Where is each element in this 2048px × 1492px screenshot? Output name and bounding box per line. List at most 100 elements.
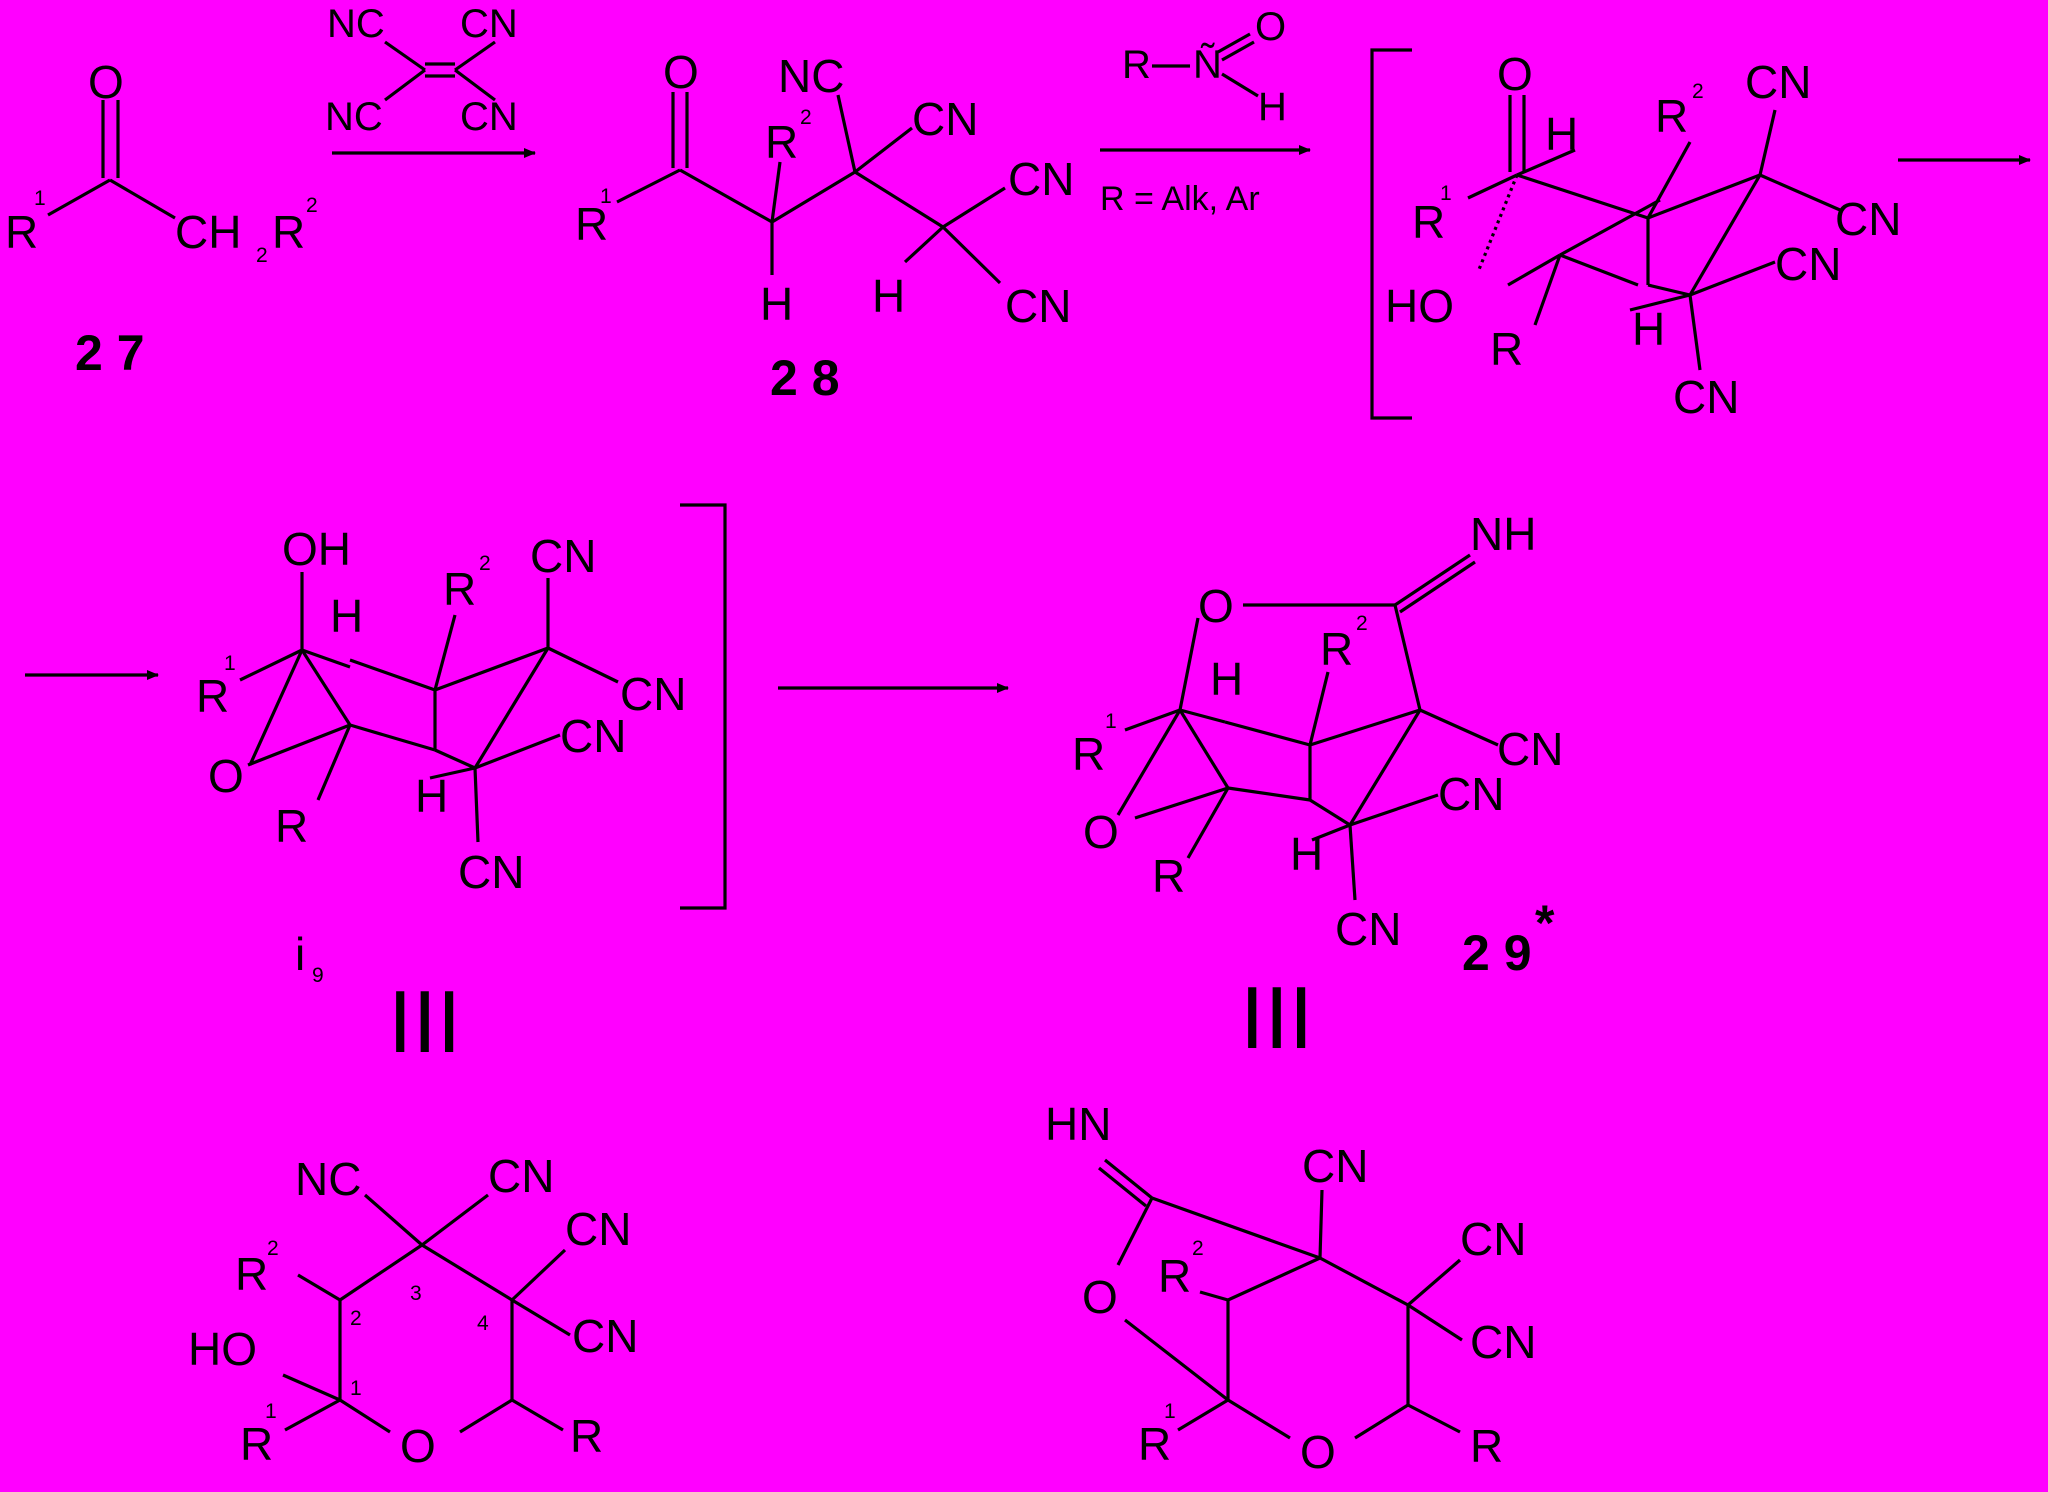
pa-num-2: 2 — [350, 1307, 362, 1330]
pb-ring-oxygen: O — [1082, 1271, 1118, 1323]
i9-label-sub: 9 — [312, 964, 324, 987]
c29-nh: NH — [1470, 508, 1536, 560]
reagent-n: Ñ — [1193, 42, 1222, 87]
pa-cn-b: CN — [565, 1203, 631, 1255]
i9-cn-a: CN — [530, 530, 596, 582]
c27-ch: CH — [175, 206, 241, 258]
i9-r1-sup: 1 — [224, 652, 236, 675]
i9-label: i — [295, 928, 305, 980]
int-h-b: H — [1632, 303, 1665, 355]
c29-roman: III — [1240, 968, 1313, 1067]
compound-28: O R 1 R 2 H H NC CN CN CN 2 8 — [575, 46, 1074, 406]
tcne-nc-bottom: NC — [325, 95, 383, 139]
compound-29: NH O H R 2 R 1 O R H CN CN CN 2 9 * III — [1072, 508, 1563, 1067]
pb-r1: R — [1138, 1418, 1171, 1470]
c29-r1-sup: 1 — [1105, 710, 1117, 733]
c28-r2-sup: 2 — [800, 106, 812, 129]
c29-r2-sup: 2 — [1356, 612, 1368, 635]
pb-cn-c: CN — [1470, 1316, 1536, 1368]
i9-r1: R — [196, 670, 229, 722]
pa-r2: R — [235, 1248, 268, 1300]
c27-oxygen: O — [88, 56, 124, 108]
pb-cn-a: CN — [1302, 1140, 1368, 1192]
i9-oxygen: O — [208, 750, 244, 802]
bracket-right — [680, 503, 727, 910]
i9-r2: R — [443, 563, 476, 615]
i9-roman: III — [388, 972, 461, 1071]
c27-r1-sup: 1 — [34, 187, 46, 210]
pa-num-4: 4 — [477, 1312, 489, 1335]
int-cn-d: CN — [1673, 371, 1739, 423]
i9-cn-b: CN — [620, 668, 686, 720]
condition-label: R = Alk, Ar — [1100, 180, 1260, 218]
tcne-reagent: NC CN NC CN — [325, 2, 518, 139]
c29-r1: R — [1072, 728, 1105, 780]
int-oxygen: O — [1497, 48, 1533, 100]
c27-r2: R — [272, 206, 305, 258]
int-ho: HO — [1385, 280, 1454, 332]
int-cn-a: CN — [1745, 56, 1811, 108]
pa-r1: R — [240, 1418, 273, 1470]
pb-cn-b: CN — [1460, 1213, 1526, 1265]
c29-r2: R — [1320, 623, 1353, 675]
c28-oxygen: O — [663, 46, 699, 98]
pb-r1-sup: 1 — [1164, 1400, 1176, 1423]
pa-r: R — [570, 1410, 603, 1462]
c27-r2-sup: 2 — [306, 194, 318, 217]
int-r2-sup: 2 — [1692, 80, 1704, 103]
pyran-a: NC CN CN CN R 2 HO R 1 O R 1 2 3 4 — [188, 1150, 638, 1472]
pb-hn: HN — [1045, 1098, 1111, 1150]
tcne-cn-top: CN — [460, 2, 518, 46]
compound-27: O R 1 CH 2 R 2 2 7 — [5, 56, 318, 381]
c28-h-a: H — [760, 278, 793, 330]
pa-ho: HO — [188, 1323, 257, 1375]
c27-number: 2 7 — [75, 325, 145, 381]
tcne-nc-top: NC — [327, 2, 385, 46]
c28-h-b: H — [872, 270, 905, 322]
c29-cn-c: CN — [1335, 903, 1401, 955]
pa-r2-sup: 2 — [267, 1237, 279, 1260]
pa-num-1: 1 — [350, 1377, 362, 1400]
pb-r2: R — [1158, 1250, 1191, 1302]
tcne-cn-bottom: CN — [460, 95, 518, 139]
c29-number: 2 9 — [1462, 925, 1532, 981]
pb-r2-sup: 2 — [1192, 1237, 1204, 1260]
reagent-h: H — [1258, 85, 1287, 129]
intermediate-bicyclic: O R 1 H HO R R 2 H CN CN CN CN — [1370, 48, 1901, 423]
i9-h-a: H — [330, 590, 363, 642]
c28-r2: R — [765, 116, 798, 168]
c28-nc: NC — [778, 50, 844, 102]
i9-r: R — [275, 800, 308, 852]
i9-h-b: H — [415, 770, 448, 822]
c29-star: * — [1535, 895, 1555, 951]
int-r1-sup: 1 — [1440, 182, 1452, 205]
int-cn-c: CN — [1775, 238, 1841, 290]
pa-oxygen: O — [400, 1420, 436, 1472]
reagent-o: O — [1255, 5, 1286, 49]
i9-oh: OH — [282, 523, 351, 575]
c28-number: 2 8 — [770, 350, 840, 406]
i9-cn-c: CN — [560, 710, 626, 762]
int-r2: R — [1655, 90, 1688, 142]
pa-cn-a: CN — [488, 1150, 554, 1202]
pyran-b: HN O R 2 R 1 O R CN CN CN — [1045, 1098, 1536, 1478]
pb-r: R — [1470, 1420, 1503, 1472]
c28-cn-a: CN — [912, 93, 978, 145]
c29-ring-oxygen: O — [1198, 580, 1234, 632]
pa-r1-sup: 1 — [265, 1400, 277, 1423]
c28-cn-b: CN — [1008, 153, 1074, 205]
hydroxylamine-reagent: R Ñ O H — [1122, 5, 1287, 129]
c27-sub2: 2 — [256, 244, 268, 267]
c28-cn-c: CN — [1005, 280, 1071, 332]
c28-r1-sup: 1 — [600, 185, 612, 208]
c29-h-b: H — [1290, 828, 1323, 880]
int-r: R — [1490, 323, 1523, 375]
pa-nc: NC — [295, 1153, 361, 1205]
bracket-left — [1370, 48, 1412, 420]
c29-r: R — [1152, 850, 1185, 902]
i9-cn-d: CN — [458, 846, 524, 898]
c29-oxygen: O — [1083, 806, 1119, 858]
c27-r1: R — [5, 206, 38, 258]
int-cn-b: CN — [1835, 193, 1901, 245]
